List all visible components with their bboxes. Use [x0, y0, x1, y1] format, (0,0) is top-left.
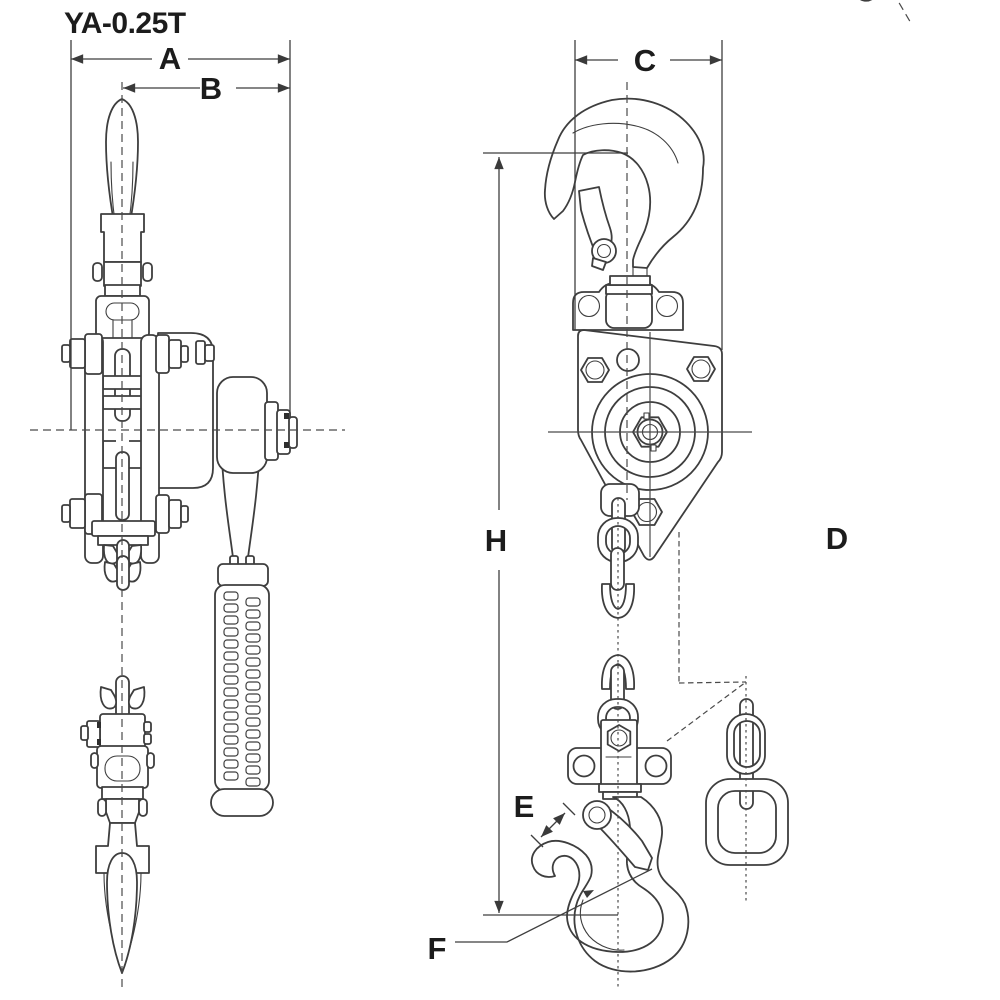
dim-label-a: A — [159, 41, 181, 76]
dim-f: F — [428, 868, 653, 966]
load-chain-front — [597, 483, 640, 738]
bottom-hook-side — [80, 675, 155, 974]
chain-end-link-detail — [705, 698, 789, 866]
centerlines — [30, 82, 752, 988]
lever-front — [661, 0, 916, 23]
side-view-drawing — [61, 98, 298, 974]
bottom-hook-front — [531, 796, 690, 973]
drawing-title: YA-0.25T — [64, 7, 186, 40]
front-view-drawing — [531, 0, 916, 973]
gear-housing-side — [157, 332, 214, 489]
dim-a: A — [70, 41, 291, 76]
lever-grip-side — [210, 555, 274, 817]
dim-label-f: F — [428, 931, 447, 966]
dim-label-d: D — [826, 521, 848, 556]
dim-label-h: H — [485, 523, 507, 558]
dim-c: C — [574, 43, 723, 78]
body-bolts-side — [61, 333, 215, 535]
dim-label-c: C — [634, 43, 656, 78]
dim-label-e: E — [514, 789, 535, 824]
dim-label-b: B — [200, 71, 222, 106]
dim-e: E — [514, 789, 576, 848]
bottom-block-front — [567, 719, 672, 800]
dimension-annotations: A B C H D — [64, 7, 848, 966]
dim-h: H — [485, 156, 507, 914]
dim-b: B — [122, 71, 291, 106]
